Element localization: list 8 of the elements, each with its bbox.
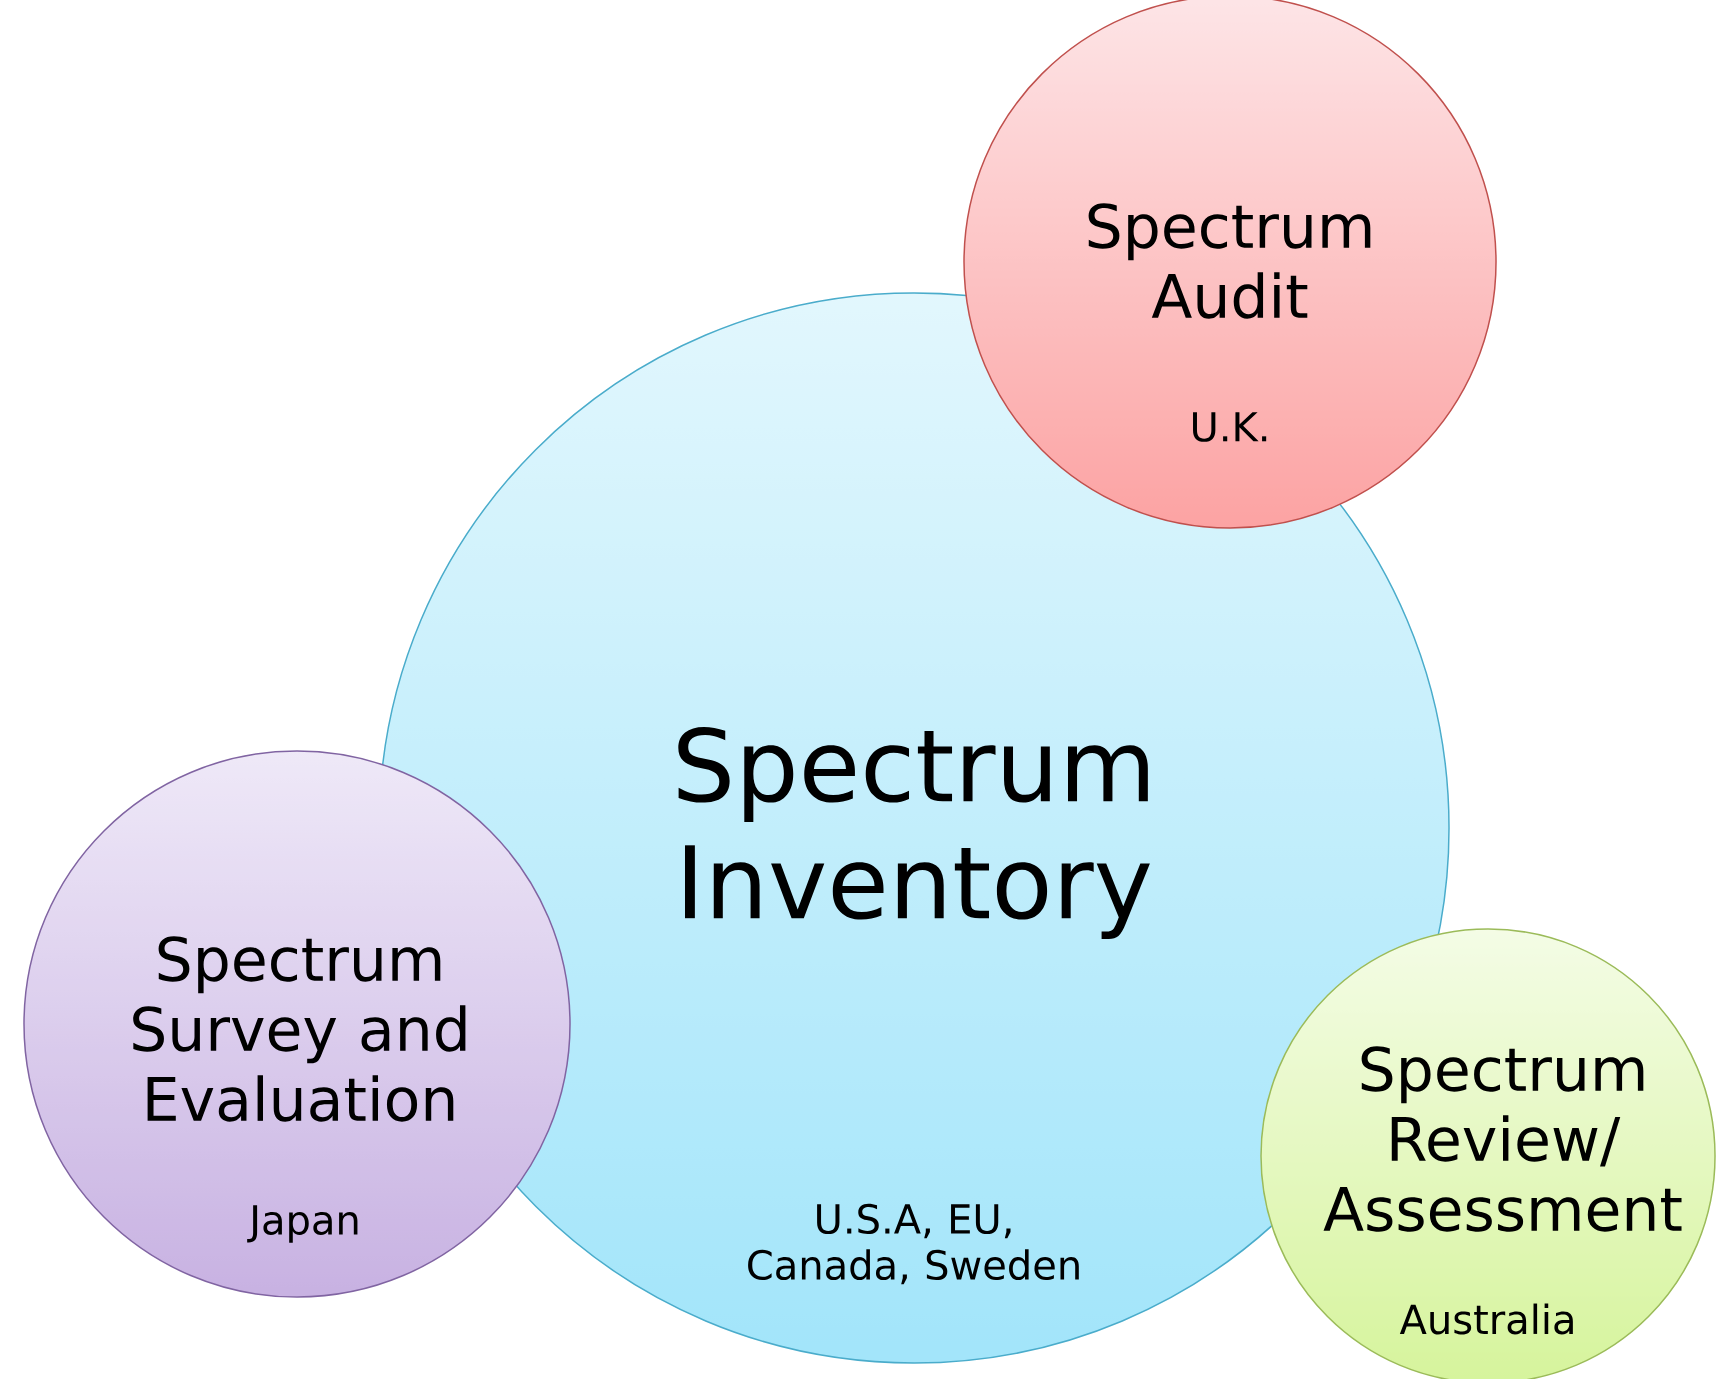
circle-heading: Spectrum Audit xyxy=(1088,203,1371,319)
circle-heading: Spectrum Review/ Assessment xyxy=(1323,1046,1682,1232)
country-label: U.K. xyxy=(1193,412,1267,442)
country-label: Australia xyxy=(1399,1303,1573,1335)
circle-heading: Spectrum Survey and Evaluation xyxy=(133,936,466,1122)
country-label: U.S.A, EU, Canada, Sweden xyxy=(748,1203,1079,1285)
circle-heading: Spectrum Inventory xyxy=(678,727,1150,939)
country-label: Japan xyxy=(247,1205,358,1243)
